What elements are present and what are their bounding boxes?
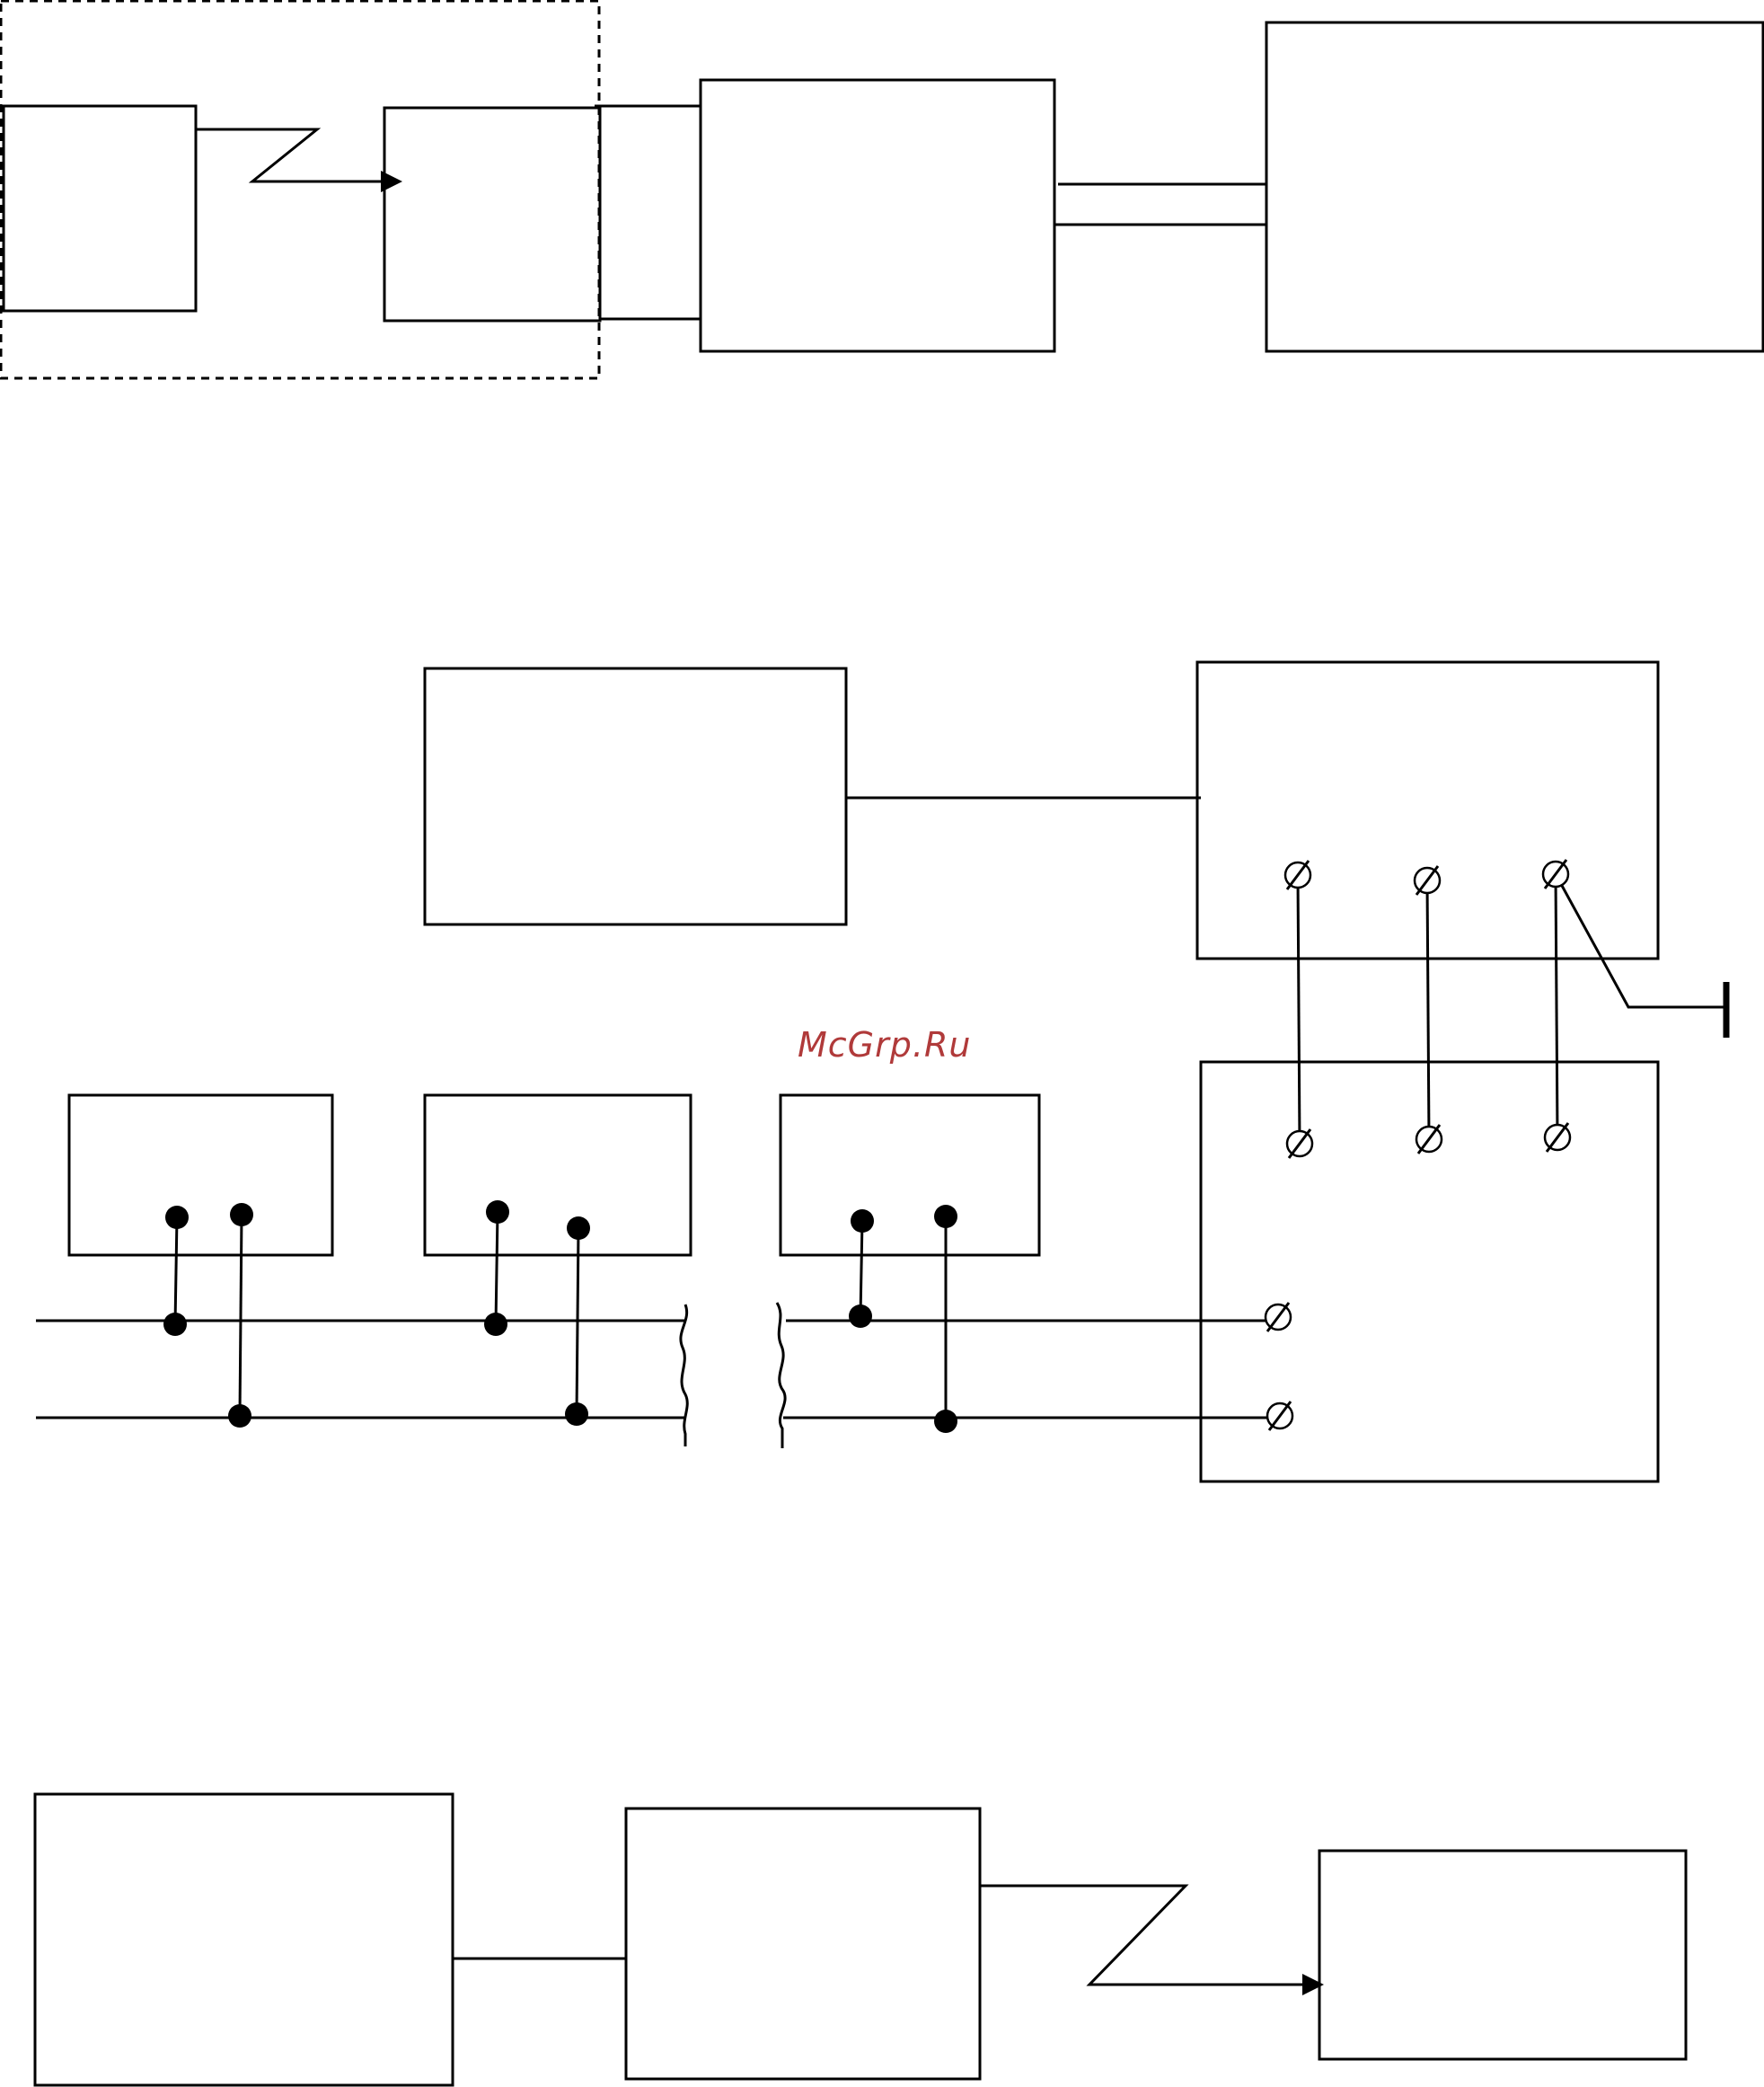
ground-wire: [1554, 873, 1726, 1009]
top-block-2: [383, 106, 602, 323]
device-block-1: [67, 1093, 334, 1257]
terminal-u3: [1541, 859, 1570, 889]
top-block-1: [2, 104, 198, 313]
tap-d2-a: [494, 1211, 499, 1325]
break-mark-right: [775, 1302, 787, 1448]
middle-diagram: McGrp.Ru: [36, 660, 1730, 1483]
watermark-text: McGrp.Ru: [798, 1025, 971, 1065]
terminal-group-upper: [1283, 859, 1570, 896]
device-block-2: [423, 1093, 692, 1257]
vertical-connector-1: [1296, 874, 1301, 1145]
terminal-l1: [1285, 1128, 1314, 1159]
tap-d1-b: [238, 1214, 243, 1417]
top-diagram: [0, 0, 1764, 380]
junction-dots: [163, 1200, 957, 1433]
tap-d1-a: [173, 1216, 179, 1325]
bottom-diagram: [33, 1792, 1688, 2087]
terminal-l3: [1543, 1122, 1572, 1153]
terminal-bus-a: [1264, 1302, 1292, 1332]
tap-d2-b: [575, 1227, 580, 1415]
tap-d3-a: [859, 1220, 864, 1317]
wireless-link-arrowhead: [381, 171, 402, 192]
vertical-connector-3: [1554, 873, 1559, 1138]
bottom-block-1: [33, 1792, 454, 2087]
wireless-link-line: [196, 128, 393, 183]
device-block-3: [779, 1093, 1041, 1257]
break-mark-left: [679, 1304, 689, 1446]
wireless-link-bottom-arrowhead: [1302, 1974, 1324, 1995]
terminal-u1: [1283, 860, 1312, 890]
terminal-group-lower: [1264, 1122, 1572, 1431]
terminal-l2: [1415, 1124, 1443, 1154]
mid-block-left: [423, 667, 848, 926]
top-block-4: [1265, 21, 1764, 353]
vertical-connector-2: [1425, 880, 1431, 1140]
wireless-link-bottom-line: [980, 1884, 1311, 1986]
terminal-u2: [1413, 865, 1442, 896]
bottom-block-3: [1318, 1849, 1688, 2061]
terminal-bus-b: [1266, 1401, 1294, 1431]
top-block-3: [699, 78, 1056, 353]
bottom-block-2: [624, 1807, 982, 2081]
